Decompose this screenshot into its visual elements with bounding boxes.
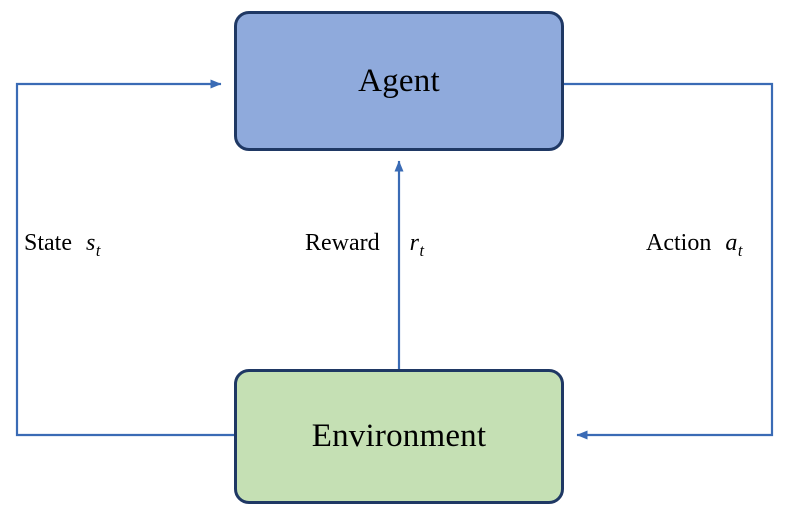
environment-node[interactable]: Environment (234, 369, 564, 504)
state-label-text: State (24, 230, 72, 256)
state-arrow-path (15, 79, 234, 437)
action-symbol-base: a (725, 230, 738, 256)
reward-symbol: rt (380, 230, 424, 259)
reward-label-text: Reward (305, 230, 380, 256)
agent-node-label: Agent (358, 62, 440, 99)
state-symbol-subscript: t (95, 240, 101, 260)
reward-symbol-base: r (409, 230, 419, 256)
action-symbol: at (711, 230, 742, 259)
action-arrow-path (564, 82, 774, 440)
agent-node[interactable]: Agent (234, 11, 564, 151)
state-symbol-base: s (86, 230, 96, 256)
action-symbol-subscript: t (737, 240, 743, 260)
reward-symbol-subscript: t (419, 240, 425, 260)
state-symbol: st (72, 230, 100, 259)
environment-node-label: Environment (311, 418, 487, 454)
action-label-text: Action (646, 230, 712, 256)
